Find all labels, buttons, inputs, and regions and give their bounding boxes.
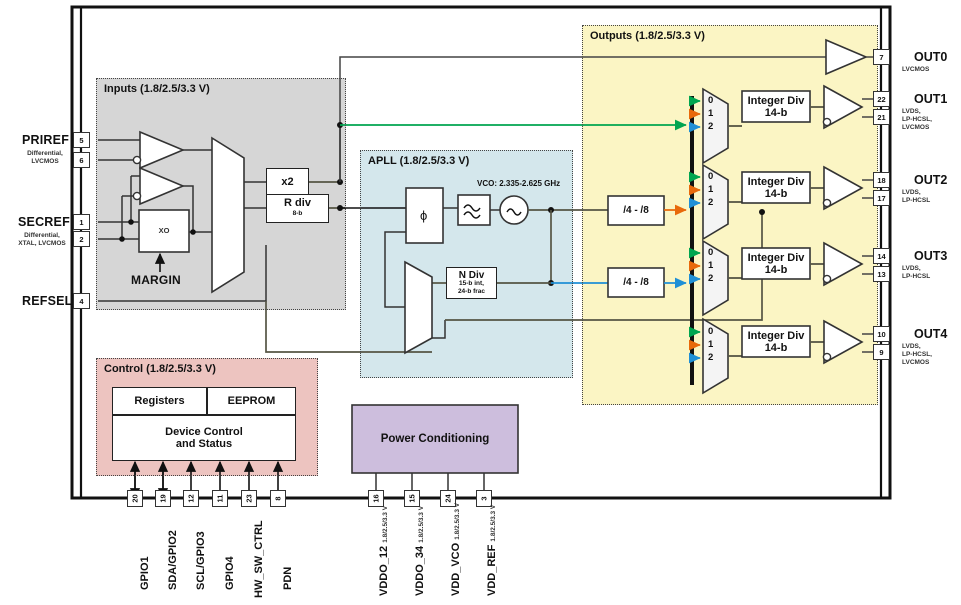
block-device-control: Device Control and Status: [112, 415, 296, 461]
block-r-div: R div 8-b: [266, 194, 329, 223]
bottom-label-vdd-vco: VDD_VCO 1.8/2.5/3.3 V: [450, 502, 462, 596]
pin-23[interactable]: 23: [241, 490, 257, 507]
bottom-label-vdd-ref: VDD_REF 1.8/2.5/3.3 V: [486, 504, 498, 596]
section-outputs-title: Outputs (1.8/2.5/3.3 V): [590, 30, 705, 42]
output-label-out1: OUT1: [914, 92, 948, 106]
block-doubler: x2: [266, 168, 309, 195]
block-integer-div-out2: Integer Div 14-b: [747, 175, 805, 200]
section-outputs: Outputs (1.8/2.5/3.3 V): [582, 25, 878, 405]
mux1-sel-2: 2: [708, 121, 714, 132]
bottom-label-pdn: PDN: [282, 566, 294, 590]
block-eeprom: EEPROM: [207, 387, 296, 415]
output-sub-out3: LVDS, LP-HCSL: [902, 265, 931, 280]
pin-24[interactable]: 24: [440, 490, 456, 507]
block-power-conditioning: Power Conditioning: [380, 433, 490, 445]
pin-4[interactable]: 4: [73, 293, 90, 309]
bottom-label-scl-gpio3: SCL/GPIO3: [195, 531, 207, 590]
mux2-sel-0: 0: [708, 171, 714, 182]
input-sub-priref: Differential, LVCMOS: [27, 150, 63, 165]
section-apll: APLL (1.8/2.5/3.3 V): [360, 150, 573, 378]
bottom-label-hw-sw-ctrl: HW_SW_CTRL: [253, 520, 265, 598]
bottom-label-vddo-12: VDDO_12 1.8/2.5/3.3 V: [378, 505, 390, 596]
output-sub-out0: LVCMOS: [902, 66, 930, 73]
pin-17[interactable]: 17: [873, 190, 890, 206]
pin-2[interactable]: 2: [73, 231, 90, 247]
mux2-sel-2: 2: [708, 197, 714, 208]
mux4-sel-1: 1: [708, 339, 714, 350]
input-label-priref: PRIREF: [22, 133, 70, 147]
pin-12[interactable]: 12: [183, 490, 199, 507]
block-post-div-2: /4 - /8: [623, 276, 649, 288]
pin-18[interactable]: 18: [873, 172, 890, 188]
mux2-sel-1: 1: [708, 184, 714, 195]
pin-1[interactable]: 1: [73, 214, 90, 230]
bottom-label-gpio4: GPIO4: [224, 556, 236, 590]
block-integer-div-out4: Integer Div 14-b: [747, 329, 805, 354]
pin-16[interactable]: 16: [368, 490, 384, 507]
pin-15[interactable]: 15: [404, 490, 420, 507]
bottom-label-sda-gpio2: SDA/GPIO2: [167, 530, 179, 590]
pin-13[interactable]: 13: [873, 266, 890, 282]
mux1-sel-0: 0: [708, 95, 714, 106]
pin-5[interactable]: 5: [73, 132, 90, 148]
bottom-label-gpio1: GPIO1: [139, 556, 151, 590]
output-label-out0: OUT0: [914, 50, 948, 64]
block-registers: Registers: [112, 387, 207, 415]
output-sub-out2: LVDS, LP-HCSL: [902, 189, 931, 204]
pin-9[interactable]: 9: [873, 344, 890, 360]
mux4-sel-2: 2: [708, 352, 714, 363]
xo-label: XO: [158, 226, 170, 235]
pin-20[interactable]: 20: [127, 490, 143, 507]
vco-note: VCO: 2.335-2.625 GHz: [477, 179, 561, 188]
pfd-symbol: ϕ: [420, 208, 428, 223]
section-inputs-title: Inputs (1.8/2.5/3.3 V): [104, 83, 210, 95]
pin-10[interactable]: 10: [873, 326, 890, 342]
mux3-sel-0: 0: [708, 247, 714, 258]
section-apll-title: APLL (1.8/2.5/3.3 V): [368, 155, 470, 167]
mux3-sel-1: 1: [708, 260, 714, 271]
input-sub-secref: Differential, XTAL, LVCMOS: [18, 232, 66, 247]
pin-11[interactable]: 11: [212, 490, 228, 507]
input-label-secref: SECREF: [18, 215, 70, 229]
pin-14[interactable]: 14: [873, 248, 890, 264]
output-sub-out1: LVDS, LP-HCSL, LVCMOS: [902, 108, 932, 131]
block-integer-div-out3: Integer Div 14-b: [747, 251, 805, 276]
output-label-out2: OUT2: [914, 173, 948, 187]
block-integer-div-out1: Integer Div 14-b: [747, 94, 805, 119]
input-label-refsel: REFSEL: [22, 294, 73, 308]
pin-21[interactable]: 21: [873, 109, 890, 125]
section-control-title: Control (1.8/2.5/3.3 V): [104, 363, 216, 375]
pin-6[interactable]: 6: [73, 152, 90, 168]
pin-7[interactable]: 7: [873, 49, 890, 65]
pin-19[interactable]: 19: [155, 490, 171, 507]
output-sub-out4: LVDS, LP-HCSL, LVCMOS: [902, 343, 932, 366]
bottom-label-vddo-34: VDDO_34 1.8/2.5/3.3 V: [414, 505, 426, 596]
block-n-div: N Div 15-b int, 24-b frac: [446, 267, 497, 299]
mux4-sel-0: 0: [708, 326, 714, 337]
pin-22[interactable]: 22: [873, 91, 890, 107]
mux3-sel-2: 2: [708, 273, 714, 284]
output-label-out4: OUT4: [914, 327, 948, 341]
section-inputs: Inputs (1.8/2.5/3.3 V): [96, 78, 346, 310]
margin-label: MARGIN: [131, 273, 181, 287]
mux1-sel-1: 1: [708, 108, 714, 119]
output-label-out3: OUT3: [914, 249, 948, 263]
section-control: Control (1.8/2.5/3.3 V): [96, 358, 318, 476]
pin-8[interactable]: 8: [270, 490, 286, 507]
pin-3[interactable]: 3: [476, 490, 492, 507]
block-post-div-1: /4 - /8: [623, 204, 649, 216]
